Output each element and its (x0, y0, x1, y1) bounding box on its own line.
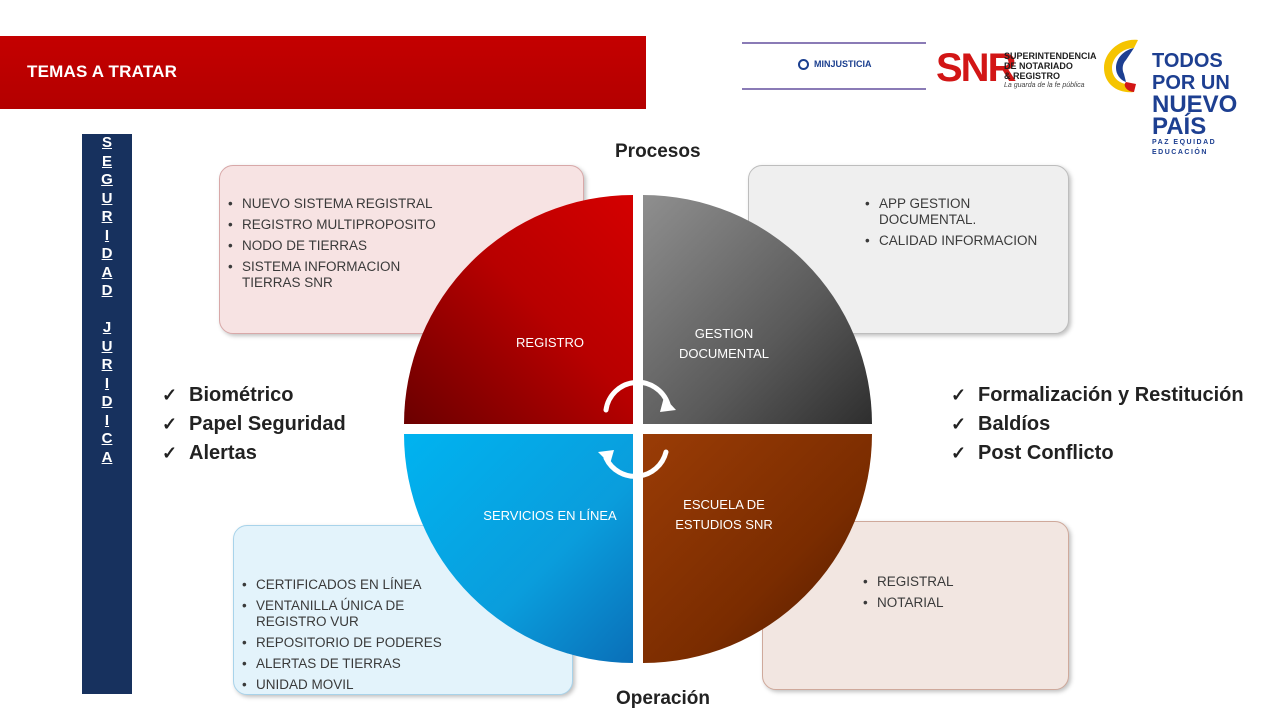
band-letter: S (101, 134, 112, 151)
list-item: UNIDAD MOVIL (242, 677, 572, 693)
logo-strip: MINJUSTICIA SNR SUPERINTENDENCIA DE NOTA… (738, 24, 1252, 156)
list-item: NOTARIAL (863, 595, 1068, 611)
list-item: REPOSITORIO DE PODERES (242, 635, 572, 651)
list-item: CALIDAD INFORMACION (865, 233, 1068, 249)
tpun-line3: PAZ EQUIDAD EDUCACIÓN (1152, 139, 1217, 156)
left-checklist: Biométrico Papel Seguridad Alertas (162, 381, 346, 468)
escuela-label-line1: ESCUELA DE (683, 497, 765, 512)
snr-line3: & REGISTRO (1004, 71, 1061, 81)
minjusticia-text: MINJUSTICIA (814, 59, 872, 69)
tpun-line2: NUEVO PAÍS (1152, 91, 1238, 140)
check-item: Biométrico (162, 381, 346, 410)
band-letter: R (101, 208, 113, 225)
list-item: REGISTRAL (863, 574, 1068, 590)
band-letter: U (101, 337, 113, 355)
check-item: Papel Seguridad (162, 410, 346, 439)
band-letter: J (102, 319, 112, 336)
check-item: Alertas (162, 439, 346, 468)
escuela-quadrant (643, 434, 872, 663)
tpun-logo-icon (1104, 39, 1138, 93)
list-item: APP GESTION DOCUMENTAL. (865, 196, 999, 228)
escuela-label-line2: ESTUDIOS SNR (675, 517, 773, 532)
band-letter: E (101, 152, 112, 170)
band-letter: D (101, 282, 113, 299)
band-letter: I (104, 411, 110, 429)
check-item: Post Conflicto (951, 439, 1244, 468)
gestion-quadrant (643, 195, 872, 424)
servicios-quadrant (404, 434, 633, 663)
band-letter: I (104, 226, 110, 244)
registro-quadrant (404, 195, 633, 424)
list-item: CERTIFICADOS EN LÍNEA (242, 577, 572, 593)
page-title: TEMAS A TRATAR (27, 62, 178, 81)
band-letter: D (101, 245, 113, 262)
right-checklist: Formalización y Restitución Baldíos Post… (951, 381, 1244, 468)
registro-list: NUEVO SISTEMA REGISTRAL REGISTRO MULTIPR… (228, 196, 583, 291)
procesos-label: Procesos (615, 141, 701, 162)
list-item: VENTANILLA ÚNICA DE REGISTRO VUR (242, 598, 426, 630)
list-item: SISTEMA INFORMACION TIERRAS SNR (228, 259, 432, 291)
servicios-label: SERVICIOS EN LÍNEA (483, 508, 617, 523)
tpun-logo-text: TODOS POR UN NUEVO PAÍS PAZ EQUIDAD EDUC… (1152, 50, 1252, 158)
band-letter: I (104, 374, 110, 392)
check-item: Formalización y Restitución (951, 381, 1244, 410)
cycle-arrows-icon (598, 379, 676, 479)
registro-label: REGISTRO (516, 335, 584, 350)
band-letter: D (101, 393, 113, 410)
check-item: Baldíos (951, 410, 1244, 439)
minjusticia-logo: MINJUSTICIA (742, 42, 926, 90)
gestion-label-line1: GESTION (695, 326, 754, 341)
escuela-list: REGISTRAL NOTARIAL (863, 574, 1068, 611)
header-bar: TEMAS A TRATAR (0, 36, 646, 109)
band-letter: G (101, 171, 113, 188)
servicios-list: CERTIFICADOS EN LÍNEA VENTANILLA ÚNICA D… (242, 577, 572, 693)
list-item: ALERTAS DE TIERRAS (242, 656, 572, 672)
snr-subtitle: SUPERINTENDENCIA DE NOTARIADO & REGISTRO… (1004, 51, 1097, 91)
gestion-list: APP GESTION DOCUMENTAL. CALIDAD INFORMAC… (865, 196, 1068, 249)
tpun-line1: TODOS POR UN (1152, 50, 1230, 94)
gestion-label-line2: DOCUMENTAL (679, 346, 769, 361)
seal-icon (798, 59, 809, 70)
snr-line1: SUPERINTENDENCIA (1004, 51, 1097, 61)
band-letter: R (101, 356, 113, 373)
snr-logo: SNR (936, 46, 1016, 90)
snr-line2: DE NOTARIADO (1004, 61, 1073, 71)
seguridad-juridica-band: S E G U R I D A D J U R I D I C A (82, 134, 132, 694)
operacion-label: Operación (616, 688, 710, 709)
band-letter: A (101, 263, 113, 281)
list-item: NODO DE TIERRAS (228, 238, 583, 254)
list-item: NUEVO SISTEMA REGISTRAL (228, 196, 583, 212)
band-letter: A (101, 448, 113, 466)
band-letter: C (101, 430, 113, 447)
list-item: REGISTRO MULTIPROPOSITO (228, 217, 583, 233)
band-letter: U (101, 189, 113, 207)
snr-tagline: La guarda de la fe pública (1004, 82, 1085, 89)
